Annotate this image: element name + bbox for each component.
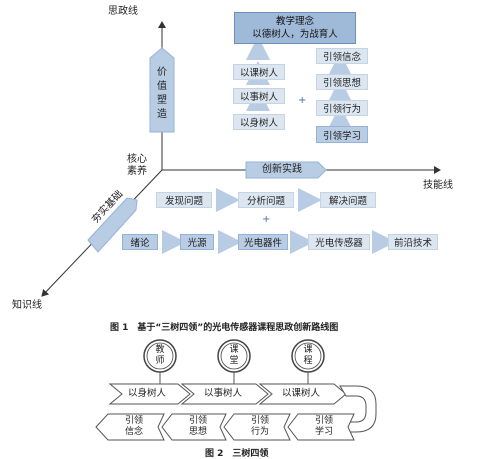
circle-char: 程 [303, 356, 313, 366]
content-devices: 光电器件 [238, 234, 288, 250]
circle-char: 堂 [229, 356, 239, 366]
teaching-concept-subtitle: 以德树人，为战育人 [252, 29, 338, 40]
bottom-arrow-line: 信念 [124, 427, 143, 437]
bottom-arrow-4-label: 引领 学习 [306, 416, 342, 438]
left-item-course: 以课树人 [233, 64, 285, 80]
top-arrow-2-label: 以事树人 [204, 388, 243, 399]
plus-sign-upper: + [298, 95, 307, 106]
teaching-concept-title: 教学理念 [275, 16, 314, 27]
top-arrow-2 [180, 383, 269, 405]
innovation-band [245, 161, 327, 179]
bottom-arrow-3 [223, 413, 291, 441]
circle-classroom-label: 课 堂 [227, 345, 241, 367]
bottom-arrow-line: 思想 [188, 427, 207, 437]
value-shaping-label: 价 值 塑 造 [156, 66, 168, 122]
circle-char: 师 [155, 356, 165, 366]
right-item-learning: 引领学习 [316, 126, 368, 143]
right-item-behavior: 引领行为 [316, 100, 368, 116]
bottom-arrow-line: 学习 [314, 427, 333, 437]
figure1-caption: 图 1 基于“三树四领”的光电传感器课程思政创新路线图 [110, 323, 339, 333]
bottom-arrow-line: 引领 [250, 416, 269, 426]
bottom-arrow-1-label: 引领 信念 [116, 416, 152, 438]
foundation-band [87, 197, 138, 253]
bottom-arrow-2 [161, 413, 227, 441]
circle-classroom-inner [220, 342, 248, 370]
bottom-arrow-2-label: 引领 思想 [180, 416, 216, 438]
right-item-belief: 引领信念 [316, 48, 368, 64]
bottom-arrow-1 [95, 413, 165, 441]
circle-char: 课 [229, 345, 239, 355]
problem-analyze: 分析问题 [238, 192, 294, 208]
circle-teacher-inner [146, 342, 174, 370]
top-arrow-1-label: 以身树人 [128, 388, 167, 399]
value-shaping-band [149, 47, 175, 133]
bottom-arrow-line: 引领 [124, 416, 143, 426]
value-shaping-char: 价 [157, 67, 167, 78]
circle-course-inner [294, 342, 322, 370]
left-item-event: 以事树人 [233, 88, 285, 104]
circle-teacher-label: 教 师 [153, 345, 167, 367]
top-arrow-1 [108, 383, 191, 405]
content-frontier: 前沿技术 [388, 234, 438, 250]
top-arrow-3-label: 以课树人 [282, 388, 321, 399]
problem-solve: 解决问题 [320, 192, 376, 208]
right-item-thought: 引领思想 [316, 74, 368, 90]
bottom-arrow-4 [287, 413, 355, 441]
content-intro: 绪论 [122, 234, 158, 250]
top-arrow-3 [258, 383, 347, 405]
bottom-arrow-3-label: 引领 行为 [242, 416, 278, 438]
content-light-source: 光源 [180, 234, 214, 250]
content-sensors: 光电传感器 [308, 234, 370, 250]
circle-char: 教 [155, 345, 165, 355]
bottom-arrow-line: 引领 [314, 416, 333, 426]
origin-label-line1: 核心 [127, 154, 147, 165]
bottom-arrow-line: 引领 [188, 416, 207, 426]
value-shaping-char: 塑 [157, 95, 167, 106]
origin-label: 核心 素养 [127, 154, 147, 178]
innovation-label: 创新实践 [262, 164, 302, 175]
value-shaping-char: 造 [157, 109, 167, 120]
plus-sign-lower: + [262, 214, 271, 225]
bottom-arrow-line: 行为 [250, 427, 269, 437]
value-shaping-char: 值 [157, 81, 167, 92]
axis-ideology-label: 思政线 [108, 6, 138, 17]
figure2-caption: 图 2 三树四领 [205, 449, 269, 459]
axis-knowledge-label: 知识线 [12, 300, 42, 311]
circle-course-label: 课 程 [301, 345, 315, 367]
left-item-self: 以身树人 [233, 114, 285, 130]
origin-label-line2: 素养 [127, 166, 147, 177]
problem-find: 发现问题 [156, 192, 212, 208]
axis-skill-label: 技能线 [423, 180, 453, 191]
circle-char: 课 [303, 345, 313, 355]
teaching-concept-box: 教学理念 以德树人，为战育人 [234, 12, 356, 44]
